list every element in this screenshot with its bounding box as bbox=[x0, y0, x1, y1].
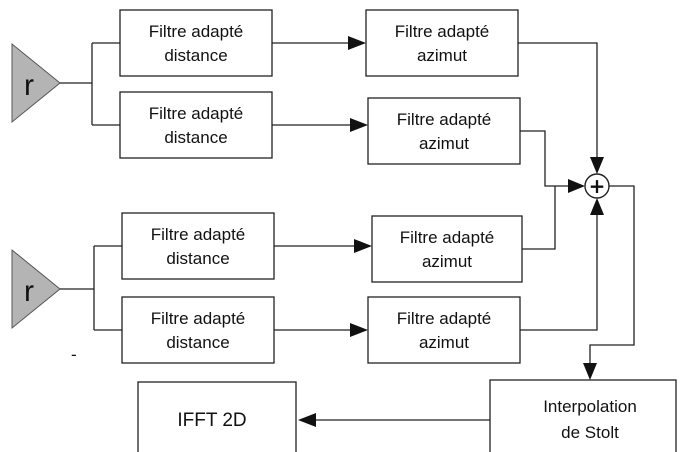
antenna-2: r bbox=[11, 248, 61, 330]
range-filter-3-line1: Filtre adapté bbox=[151, 225, 246, 244]
range-filter-1-line2: distance bbox=[164, 46, 227, 65]
summer-inputs bbox=[518, 42, 604, 331]
range-filter-2-line2: distance bbox=[164, 128, 227, 147]
azimuth-filter-1-line2: azimut bbox=[417, 46, 467, 65]
summer: + bbox=[584, 173, 610, 199]
ifft-2d-label: IFFT 2D bbox=[177, 410, 246, 431]
azimuth-filter-2-line2: azimut bbox=[419, 134, 469, 153]
azimuth-filter-1-line1: Filtre adapté bbox=[395, 22, 490, 41]
range-filter-1: Filtre adapté distance bbox=[119, 9, 273, 77]
antenna-1-label: r bbox=[24, 69, 34, 102]
azimuth-filter-3-line1: Filtre adapté bbox=[400, 228, 495, 247]
summer-output-wire bbox=[583, 185, 635, 380]
antenna-2-splitter bbox=[60, 245, 122, 331]
azimuth-filter-4: Filtre adapté azimut bbox=[367, 296, 521, 364]
stolt-interpolation-line2: de Stolt bbox=[561, 423, 619, 442]
stolt-interpolation-line1: Interpolation bbox=[543, 397, 637, 416]
antenna-1-triangle bbox=[11, 42, 61, 124]
azimuth-filter-1: Filtre adapté azimut bbox=[365, 9, 519, 77]
azimuth-filter-3: Filtre adapté azimut bbox=[371, 215, 523, 283]
azimuth-filter-4-line2: azimut bbox=[419, 333, 469, 352]
summer-symbol: + bbox=[589, 174, 606, 198]
range-to-azimuth-arrows bbox=[272, 36, 372, 337]
range-filter-4-line2: distance bbox=[166, 333, 229, 352]
antenna-1: r bbox=[11, 42, 61, 124]
range-filter-3: Filtre adapté distance bbox=[121, 212, 275, 280]
azimuth-filter-2: Filtre adapté azimut bbox=[367, 97, 521, 165]
stolt-interpolation-block: Interpolation de Stolt bbox=[489, 379, 677, 452]
range-filter-2: Filtre adapté distance bbox=[119, 91, 273, 159]
range-filter-3-line2: distance bbox=[166, 249, 229, 268]
stray-dash-mark: - bbox=[71, 345, 77, 364]
range-filter-4-line1: Filtre adapté bbox=[151, 309, 246, 328]
range-filter-4: Filtre adapté distance bbox=[121, 296, 275, 364]
azimuth-filter-4-line1: Filtre adapté bbox=[397, 309, 492, 328]
range-filter-2-line1: Filtre adapté bbox=[149, 104, 244, 123]
interpolation-to-ifft-arrow bbox=[298, 413, 490, 427]
antenna-1-splitter bbox=[60, 42, 120, 126]
azimuth-filter-2-line1: Filtre adapté bbox=[397, 110, 492, 129]
azimuth-filter-3-line2: azimut bbox=[422, 252, 472, 271]
ifft-2d-block: IFFT 2D bbox=[137, 381, 297, 452]
range-filter-1-line1: Filtre adapté bbox=[149, 22, 244, 41]
antenna-2-triangle bbox=[11, 248, 61, 330]
antenna-2-label: r bbox=[24, 275, 34, 308]
